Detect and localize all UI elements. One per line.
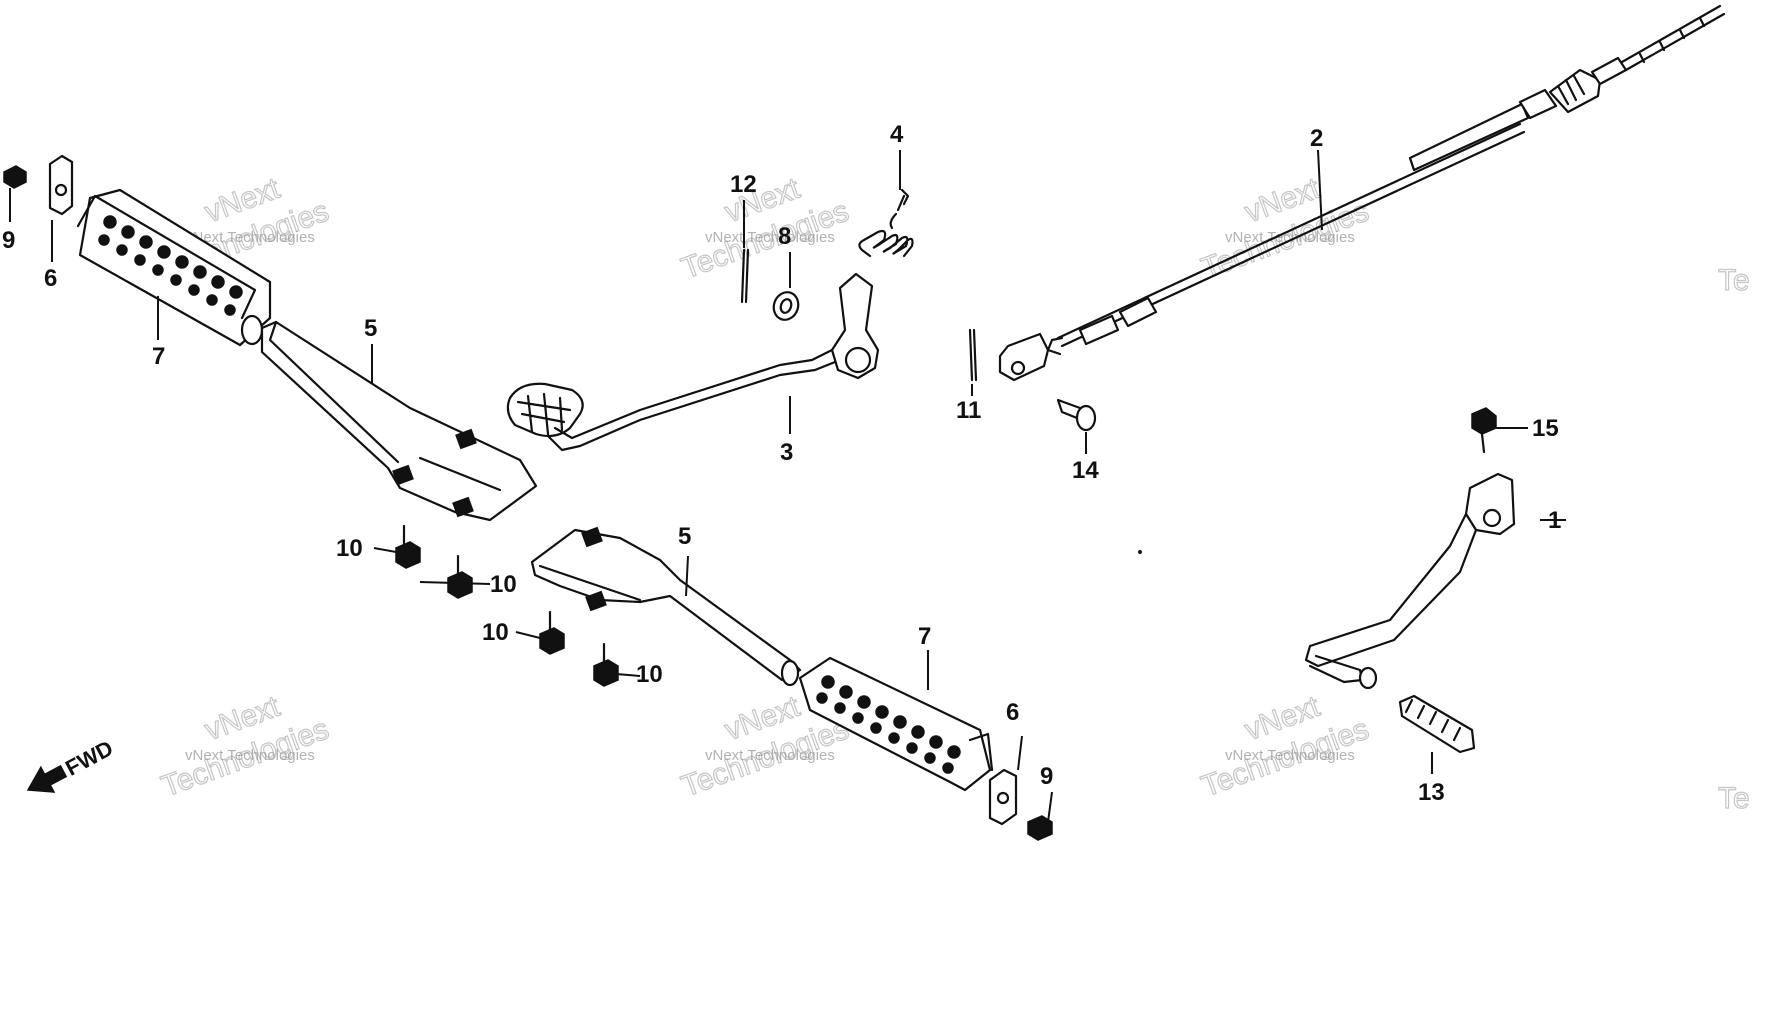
watermark-edge-1: Te: [1718, 264, 1750, 297]
callout-15: 15: [1532, 415, 1559, 442]
callout-11: 11: [956, 397, 981, 424]
watermark-edge-2: Te: [1718, 782, 1750, 815]
callout-10-d: 10: [636, 661, 663, 688]
stray-dot: [1138, 550, 1142, 554]
watermark-small-2: vNext Technologies: [705, 229, 835, 246]
watermark-small-6: vNext Technologies: [1225, 747, 1355, 764]
callout-9-lower: 9: [1040, 763, 1053, 790]
callout-13: 13: [1418, 779, 1445, 806]
bolt-15: [1471, 407, 1497, 454]
callout-12: 12: [730, 171, 757, 198]
callout-3: 3: [780, 439, 793, 466]
callout-6-upper: 6: [44, 265, 57, 292]
brake-cable: [998, 4, 1726, 382]
callout-9-upper: 9: [2, 227, 15, 254]
callouts: 1 2 3 4 5 5 6 6 7 7 8 9 9 10 10 10 10 11…: [2, 121, 1561, 806]
footpeg-bar-right: [530, 526, 802, 687]
callout-7-lower: 7: [918, 623, 931, 650]
return-spring: [858, 188, 914, 258]
watermark-small-5: vNext Technologies: [705, 747, 835, 764]
washer-8: [772, 291, 800, 321]
callout-14: 14: [1072, 457, 1099, 484]
clevis-pin-14: [1056, 398, 1097, 432]
cotter-pin-11: [968, 328, 978, 382]
kickstarter-arm: [1304, 472, 1516, 690]
callout-10-c: 10: [482, 619, 509, 646]
bolt-10c: [539, 610, 565, 655]
watermark-small-1: vNext Technologies: [185, 229, 315, 246]
cotter-pin-12: [740, 248, 750, 304]
callout-8: 8: [778, 223, 791, 250]
kick-rubber-13: [1398, 694, 1476, 754]
footpeg-right: [798, 656, 994, 792]
watermark-small-3: vNext Technologies: [1225, 229, 1355, 246]
callout-10-b: 10: [490, 571, 517, 598]
callout-7-upper: 7: [152, 343, 165, 370]
leader-lines: [9, 149, 1566, 823]
bolt-right: [1027, 815, 1053, 841]
watermark-4: vNext Technologies: [157, 689, 334, 804]
bolt-10a: [395, 524, 421, 569]
fwd-arrow: FWD: [26, 735, 117, 793]
callout-6-lower: 6: [1006, 699, 1019, 726]
pin-plate-right: [988, 768, 1018, 826]
watermark-6: vNext Technologies: [1197, 689, 1374, 804]
watermark-2: vNext Technologies: [677, 171, 854, 286]
footpeg-bar-left: [260, 320, 538, 522]
brake-pedal: [506, 272, 880, 452]
callout-4: 4: [890, 121, 904, 148]
bolt-left: [3, 165, 27, 189]
fwd-label: FWD: [61, 735, 117, 781]
footpeg-left: [76, 188, 272, 347]
bolt-10d: [593, 642, 619, 687]
bolt-10b: [447, 554, 473, 599]
watermark-small-4: vNext Technologies: [185, 747, 315, 764]
callout-1: 1: [1548, 507, 1561, 534]
callout-5-upper: 5: [364, 315, 377, 342]
callout-10-a: 10: [336, 535, 363, 562]
pin-plate-left: [48, 154, 74, 216]
callout-2: 2: [1310, 125, 1323, 152]
callout-5-lower: 5: [678, 523, 691, 550]
